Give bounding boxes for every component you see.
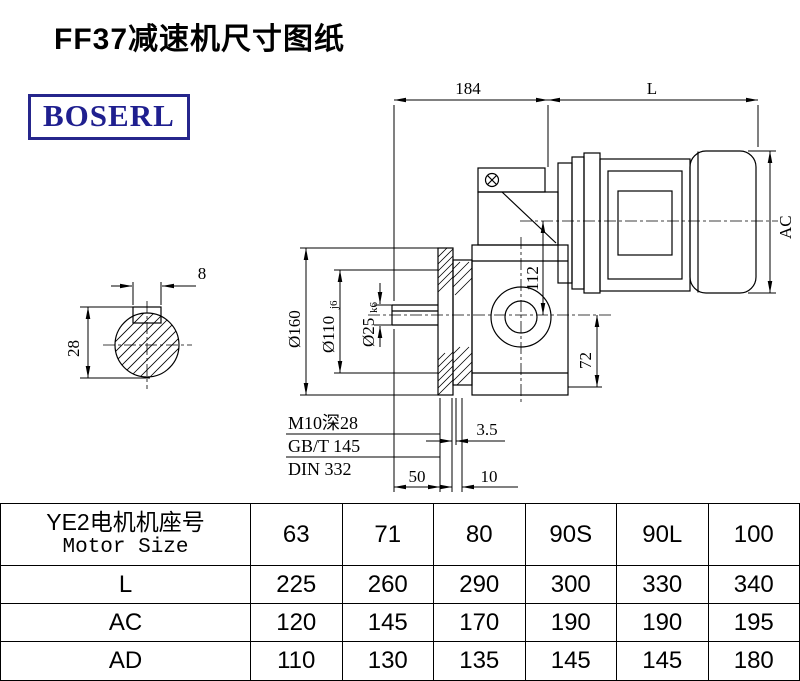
row-label-ac: AC	[0, 603, 251, 642]
motor-size-71: 71	[341, 503, 434, 566]
row-label-ad: AD	[0, 641, 251, 681]
technical-drawing: 184 L AC Ø160 Ø110 j6 Ø25 k6 112 72 8 28…	[64, 79, 795, 492]
dim-label-184: 184	[455, 79, 481, 98]
value-cell: 180	[707, 641, 800, 681]
motor-size-90l: 90L	[616, 503, 709, 566]
value-cell: 300	[524, 565, 617, 604]
shaft-hatching	[115, 313, 179, 377]
value-cell: 330	[616, 565, 709, 604]
dim-label-d25-tolerance: k6	[368, 302, 380, 314]
value-cell: 130	[341, 641, 434, 681]
dim-label-8: 8	[198, 264, 207, 283]
motor-size-100: 100	[707, 503, 800, 566]
dim-label-50: 50	[409, 467, 426, 486]
value-cell: 190	[524, 603, 617, 642]
center-lines	[103, 220, 778, 405]
value-cell: 145	[524, 641, 617, 681]
motor-size-90s: 90S	[524, 503, 617, 566]
value-cell: 145	[341, 603, 434, 642]
dim-label-3-5: 3.5	[476, 420, 497, 439]
value-cell: 145	[616, 641, 709, 681]
brand-logo: BOSERL	[28, 94, 190, 140]
note-din-standard: DIN 332	[288, 459, 352, 479]
dimension-labels: 184 L AC Ø160 Ø110 j6 Ø25 k6 112 72 8 28…	[64, 79, 795, 486]
value-cell: 135	[433, 641, 526, 681]
value-cell: 340	[707, 565, 800, 604]
page-title: FF37减速机尺寸图纸	[54, 23, 346, 56]
table-row-ad: AD 110 130 135 145 145 180	[0, 641, 800, 681]
value-cell: 290	[433, 565, 526, 604]
value-cell: 120	[250, 603, 343, 642]
dim-label-10: 10	[481, 467, 498, 486]
dim-label-l: L	[647, 79, 657, 98]
table-row-ac: AC 120 145 170 190 190 195	[0, 603, 800, 642]
shaft-section-detail	[114, 306, 180, 378]
value-cell: 260	[341, 565, 434, 604]
dim-label-72: 72	[576, 352, 595, 369]
motor-size-header-en: Motor Size	[62, 536, 189, 560]
value-cell: 170	[433, 603, 526, 642]
value-cell: 225	[250, 565, 343, 604]
motor-size-63: 63	[250, 503, 343, 566]
dim-label-d160: Ø160	[285, 310, 304, 348]
table-header-row: YE2电机机座号 Motor Size 63 71 80 90S 90L 100	[0, 503, 800, 566]
motor-size-header-cn: YE2电机机座号	[46, 508, 205, 535]
dim-label-28: 28	[64, 340, 83, 357]
dim-label-d110-tolerance: j6	[328, 300, 340, 310]
value-cell: 190	[616, 603, 709, 642]
dim-label-112: 112	[523, 266, 542, 291]
table-row-l: L 225 260 290 300 330 340	[0, 565, 800, 604]
note-gb-standard: GB/T 145	[288, 436, 360, 456]
dim-label-d110: Ø110	[319, 316, 338, 353]
note-thread: M10深28	[288, 413, 358, 433]
value-cell: 110	[250, 641, 343, 681]
dimension-table: YE2电机机座号 Motor Size 63 71 80 90S 90L 100…	[0, 503, 800, 681]
dimension-lines	[80, 97, 776, 492]
motor-size-header: YE2电机机座号 Motor Size	[0, 503, 251, 566]
dim-label-ac: AC	[776, 215, 795, 239]
motor-size-80: 80	[433, 503, 526, 566]
value-cell: 195	[707, 603, 800, 642]
row-label-l: L	[0, 565, 251, 604]
motor-outline	[557, 150, 757, 294]
dim-label-d25: Ø25	[359, 318, 378, 347]
